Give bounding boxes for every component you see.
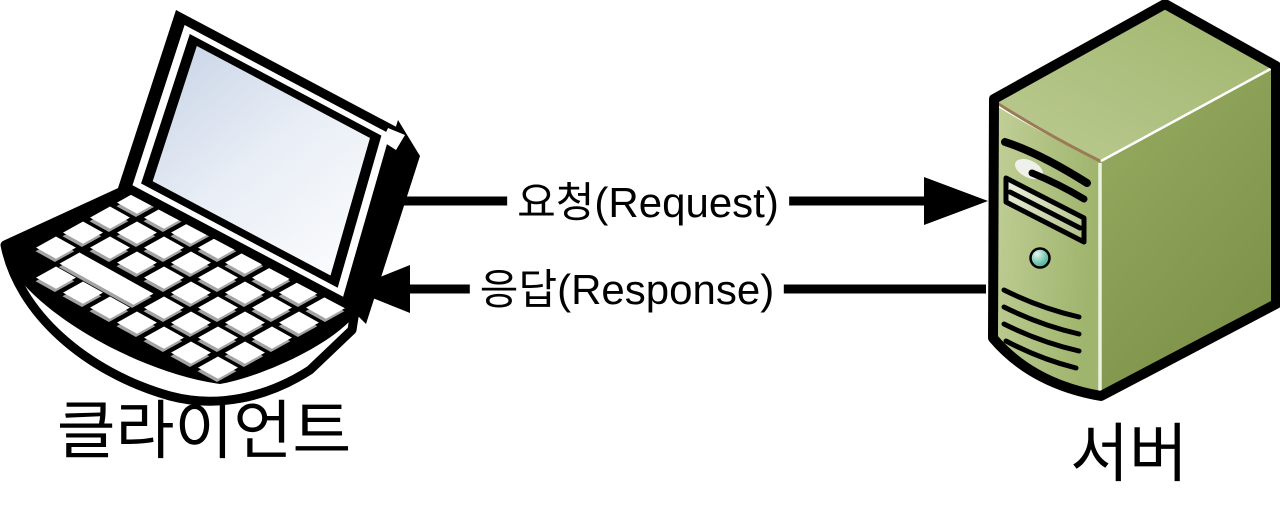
server-tower-icon [988, 0, 1280, 401]
laptop-screen [152, 46, 370, 276]
server-slot [1001, 138, 1091, 187]
server-power-button [1029, 247, 1051, 269]
request-arrowhead [924, 177, 988, 225]
request-arrow-label: 요청(Request) [507, 178, 789, 228]
response-arrowhead [350, 265, 410, 313]
response-arrow-label: 응답(Response) [469, 265, 785, 315]
laptop-icon [0, 10, 420, 406]
client-node-label: 클라이언트 [56, 394, 352, 467]
server-node-label: 서버 [1070, 417, 1188, 490]
laptop-keyboard [32, 191, 349, 382]
server-vents [1001, 287, 1082, 371]
